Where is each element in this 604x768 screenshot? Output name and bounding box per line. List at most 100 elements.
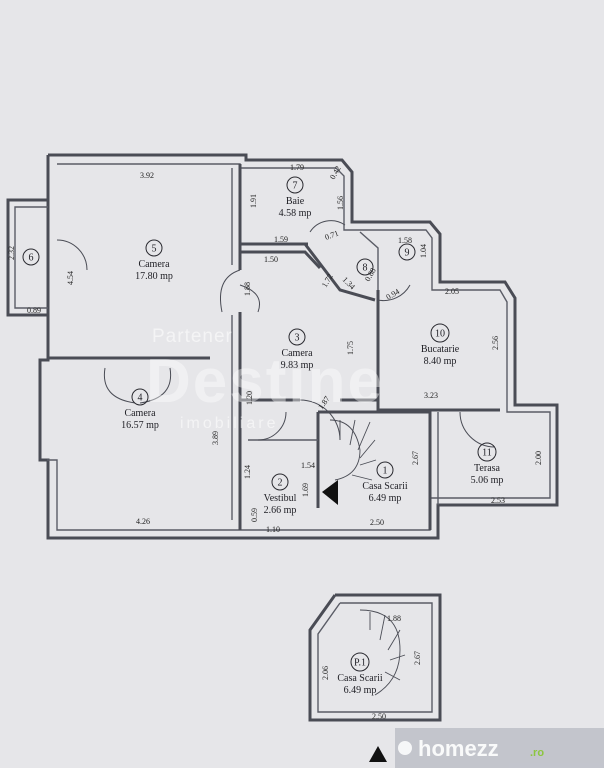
room-number: 6 xyxy=(29,253,34,264)
p1-stair-curve xyxy=(359,609,401,696)
watermark-line3: imobiliare xyxy=(180,415,278,432)
room-name: Camera xyxy=(124,408,156,419)
brand-name: homezz xyxy=(418,736,499,761)
dimension-label: 1.34 xyxy=(341,275,357,291)
room-name: Terasa xyxy=(474,463,501,474)
entrance-arrow-icon xyxy=(322,480,338,505)
dimension-label: 3.23 xyxy=(424,391,438,400)
dimension-label: 2.00 xyxy=(534,451,543,465)
dimension-label: 1.10 xyxy=(266,525,280,534)
dimension-label: 1.54 xyxy=(301,461,315,470)
p1-entrance-arrow-icon xyxy=(369,746,387,762)
step xyxy=(359,439,376,459)
watermark-line2: Destine xyxy=(146,347,384,416)
dimension-label: 2.05 xyxy=(445,287,459,296)
dimension-label: 1.50 xyxy=(264,255,278,264)
room-number-circle xyxy=(271,473,289,491)
door-arc-5 xyxy=(56,239,88,271)
left-balcony-inner xyxy=(14,206,48,309)
room-number-circle xyxy=(288,328,306,346)
dimension-label: 1.59 xyxy=(274,235,288,244)
brand-suffix: .ro xyxy=(530,747,544,759)
brand-backdrop xyxy=(395,728,604,768)
room-area: 17.80 mp xyxy=(135,271,173,282)
room-number-circle xyxy=(398,243,416,261)
left-balcony-wall xyxy=(6,198,48,317)
dimension-label: 0.71 xyxy=(324,229,340,242)
brand-logo: homezz .ro xyxy=(395,728,604,768)
room-number: 11 xyxy=(482,448,492,459)
dimension-label: 1.56 xyxy=(336,196,345,210)
room-number: 4 xyxy=(138,393,143,404)
room-number-circle xyxy=(430,323,450,343)
step xyxy=(349,419,356,446)
dimension-label: 3.89 xyxy=(211,431,220,445)
room-number: 9 xyxy=(405,248,410,259)
room-number: 8 xyxy=(363,263,368,274)
door-arc-3b xyxy=(239,284,260,313)
room-number-circle xyxy=(376,461,394,479)
dimension-label: 1.75 xyxy=(346,341,355,355)
dimension-label: 2.50 xyxy=(372,712,386,721)
room-number: 1 xyxy=(383,466,388,477)
door-arc-4a xyxy=(103,367,136,404)
room-name: Casa Scarii xyxy=(337,673,382,684)
room-name: Casa Scarii xyxy=(362,481,407,492)
dimension-label: 0.89 xyxy=(27,306,41,315)
room-6: 6 xyxy=(22,248,40,266)
watermark-line1: Partener xyxy=(152,326,233,347)
dimension-label: 1.88 xyxy=(243,282,252,296)
room-area: 5.06 mp xyxy=(471,475,504,486)
dimension-label: 1.79 xyxy=(290,163,304,172)
doors xyxy=(56,220,496,448)
dimension-label: 1.04 xyxy=(419,244,428,258)
lower-floor xyxy=(308,593,442,762)
room-area: 6.49 mp xyxy=(369,493,402,504)
room-name: Camera xyxy=(281,348,313,359)
dimension-label: 4.54 xyxy=(66,271,75,285)
room-name: Bucatarie xyxy=(421,344,460,355)
room-area: 8.40 mp xyxy=(424,356,457,367)
step xyxy=(389,654,406,661)
dimension-label: 2.50 xyxy=(370,518,384,527)
step xyxy=(379,614,386,641)
room-name: Vestibul xyxy=(264,493,297,504)
dimension-label: 1.72 xyxy=(320,272,335,289)
door-arc-7 xyxy=(309,220,346,233)
step xyxy=(384,671,401,681)
dimension-label: 1.88 xyxy=(387,614,401,623)
step xyxy=(351,474,373,481)
room-number-circle xyxy=(131,388,149,406)
room-number: 5 xyxy=(152,244,157,255)
dimension-label: 1.20 xyxy=(245,391,254,405)
p1-outer xyxy=(308,593,442,722)
room-area: 2.66 mp xyxy=(264,505,297,516)
brand-icon xyxy=(398,741,412,755)
door-arc-4b xyxy=(139,367,172,404)
door-arc-11 xyxy=(459,411,496,448)
room-number-circle xyxy=(22,248,40,266)
room-number-circle xyxy=(145,239,163,257)
room-area: 6.49 mp xyxy=(344,685,377,696)
wall-3-top xyxy=(240,250,322,270)
room-8: 8 xyxy=(356,258,374,276)
room-area: 16.57 mp xyxy=(121,420,159,431)
room-area: 4.58 mp xyxy=(279,208,312,219)
room-number: 3 xyxy=(295,333,300,344)
stair-box xyxy=(318,410,432,530)
room-number-circle xyxy=(477,442,497,462)
room-number: P.1 xyxy=(354,658,366,669)
wall-8-9 xyxy=(359,231,379,290)
room-area: 9.83 mp xyxy=(281,360,314,371)
room-name: Camera xyxy=(138,259,170,270)
watermark: Partener Destine imobiliare xyxy=(146,326,384,432)
room-number-circle xyxy=(356,258,374,276)
stair-curve xyxy=(329,419,361,481)
dimension-label: 2.67 xyxy=(411,451,420,465)
